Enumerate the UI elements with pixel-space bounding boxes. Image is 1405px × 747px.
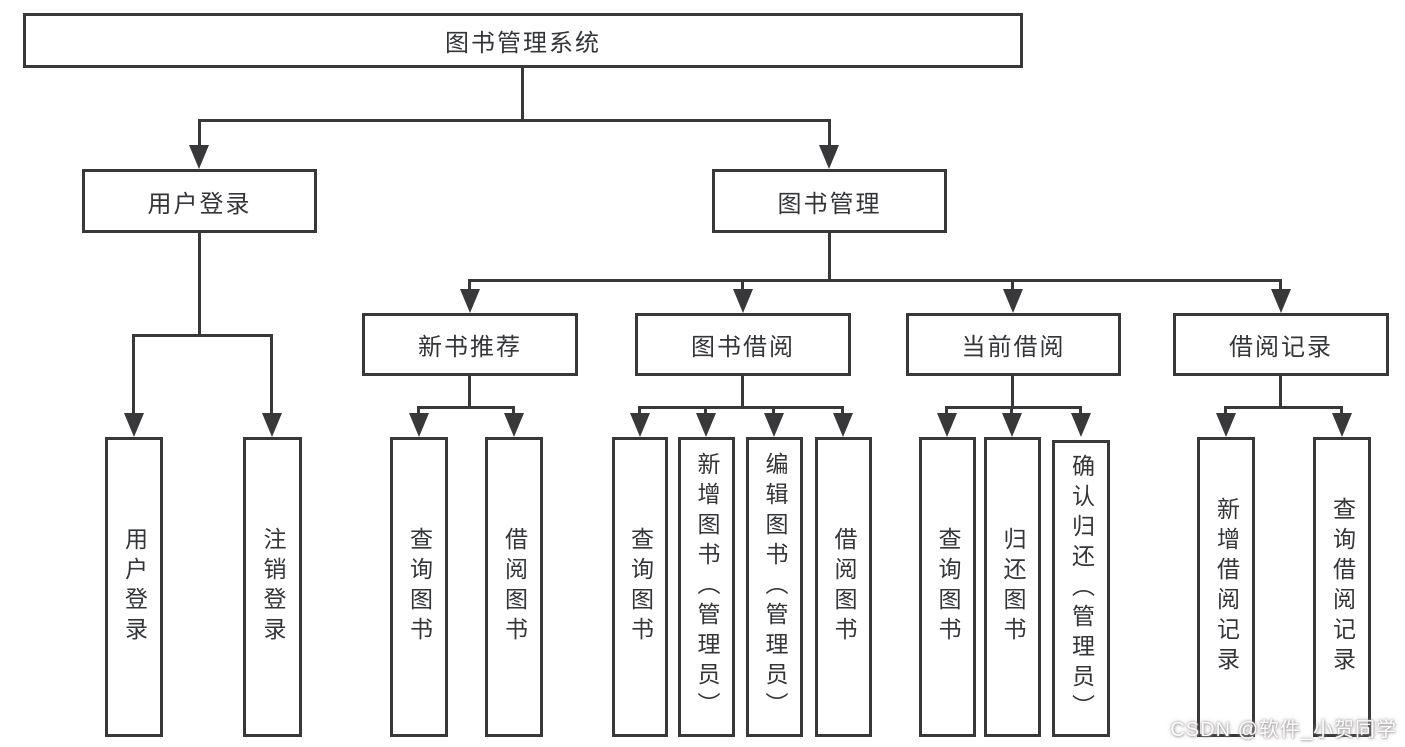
leaf-bb-edit-books: 编辑图书（管理员） xyxy=(746,437,803,737)
connector-drop-book-borrowing xyxy=(741,279,744,293)
connector-book-borrowing-rail xyxy=(638,406,844,409)
leaf-cb-query-books: 查询图书 xyxy=(919,437,976,737)
leaf-cb-return-books-label: 归还图书 xyxy=(1000,527,1026,647)
connector-current-borrowing-rail xyxy=(945,406,1082,409)
connector-drop-cb-query xyxy=(945,406,948,416)
node-user-login-label: 用户登录 xyxy=(147,190,252,218)
leaf-nbr-query-books-label: 查询图书 xyxy=(406,527,433,647)
arrowhead-book-management xyxy=(819,145,839,169)
leaf-bb-query-books: 查询图书 xyxy=(612,437,668,737)
connector-drop-borrowing-records xyxy=(1279,279,1282,293)
connector-drop-bb-borrow xyxy=(841,406,844,416)
connector-book-management-stem xyxy=(828,233,831,282)
node-book-management: 图书管理 xyxy=(712,169,947,233)
node-current-borrowing-label: 当前借阅 xyxy=(961,334,1066,361)
arrowhead-bb-edit xyxy=(764,413,784,437)
arrowhead-nbr-borrow xyxy=(504,413,524,437)
csdn-watermark: CSDN @软件_小贺同学 xyxy=(1170,719,1397,741)
leaf-br-add-record: 新增借阅记录 xyxy=(1197,437,1255,737)
connector-drop-user-login-leaf xyxy=(132,334,135,416)
connector-drop-nbr-borrow xyxy=(512,406,515,416)
leaf-nbr-borrow-books: 借阅图书 xyxy=(485,437,543,737)
connector-borrowing-records-stem xyxy=(1279,376,1282,409)
node-book-management-label: 图书管理 xyxy=(777,190,882,218)
node-borrowing-records-label: 借阅记录 xyxy=(1229,334,1333,361)
leaf-logout-label: 注销登录 xyxy=(260,527,286,647)
leaf-bb-borrow-books: 借阅图书 xyxy=(815,437,872,737)
connector-drop-bb-query xyxy=(638,406,641,416)
connector-drop-logout-leaf xyxy=(270,334,273,416)
arrowhead-new-book xyxy=(460,289,480,313)
arrowhead-nbr-query xyxy=(409,413,429,437)
leaf-bb-add-books: 新增图书（管理员） xyxy=(678,437,735,737)
connector-drop-bb-edit xyxy=(772,406,775,416)
leaf-cb-query-books-label: 查询图书 xyxy=(935,527,961,647)
connector-drop-new-book xyxy=(468,279,471,293)
connector-drop-nbr-query xyxy=(417,406,420,416)
node-current-borrowing: 当前借阅 xyxy=(906,313,1121,376)
arrowhead-bb-query xyxy=(630,413,650,437)
leaf-bb-query-books-label: 查询图书 xyxy=(627,527,654,647)
arrowhead-user-login-leaf xyxy=(124,413,144,437)
connector-user-login-stem xyxy=(198,233,201,337)
connector-drop-book-management xyxy=(828,119,831,148)
arrowhead-bb-add xyxy=(696,413,716,437)
leaf-br-add-record-label: 新增借阅记录 xyxy=(1213,497,1240,677)
arrowhead-bb-borrow xyxy=(833,413,853,437)
connector-drop-br-add xyxy=(1224,406,1227,416)
arrowhead-book-borrowing xyxy=(733,289,753,313)
leaf-nbr-query-books: 查询图书 xyxy=(390,437,448,737)
arrowhead-br-query xyxy=(1332,413,1352,437)
connector-root-rail xyxy=(198,119,831,122)
node-book-borrowing: 图书借阅 xyxy=(635,313,851,376)
connector-drop-user-login xyxy=(198,119,201,148)
connector-current-borrowing-stem xyxy=(1011,376,1014,409)
leaf-bb-add-books-label: 新增图书（管理员） xyxy=(694,452,720,722)
connector-new-book-stem xyxy=(468,376,471,409)
leaf-br-query-record: 查询借阅记录 xyxy=(1313,437,1371,737)
arrowhead-user-login xyxy=(189,145,209,169)
leaf-bb-borrow-books-label: 借阅图书 xyxy=(831,527,857,647)
connector-drop-cb-return xyxy=(1010,406,1013,416)
leaf-nbr-borrow-books-label: 借阅图书 xyxy=(501,527,528,647)
connector-drop-current-borrowing xyxy=(1011,279,1014,293)
leaf-logout: 注销登录 xyxy=(243,437,302,737)
node-borrowing-records: 借阅记录 xyxy=(1173,313,1389,376)
leaf-cb-return-books: 归还图书 xyxy=(984,437,1041,737)
arrowhead-borrowing-records xyxy=(1271,289,1291,313)
connector-drop-bb-add xyxy=(704,406,707,416)
node-root: 图书管理系统 xyxy=(23,13,1023,68)
node-root-label: 图书管理系统 xyxy=(445,30,601,57)
leaf-br-query-record-label: 查询借阅记录 xyxy=(1329,497,1356,677)
connector-drop-cb-confirm xyxy=(1079,406,1082,416)
connector-new-book-rail xyxy=(417,406,515,409)
node-new-book-recommend-label: 新书推荐 xyxy=(418,334,522,361)
leaf-cb-confirm-return-label: 确认归还（管理员） xyxy=(1068,453,1095,724)
connector-user-login-rail xyxy=(132,334,273,337)
arrowhead-cb-query xyxy=(937,413,957,437)
leaf-user-login: 用户登录 xyxy=(105,437,163,737)
connector-book-management-rail xyxy=(468,279,1282,282)
arrowhead-current-borrowing xyxy=(1003,289,1023,313)
leaf-cb-confirm-return: 确认归还（管理员） xyxy=(1052,440,1110,737)
arrowhead-cb-confirm xyxy=(1071,413,1091,437)
node-user-login: 用户登录 xyxy=(82,169,317,233)
node-new-book-recommend: 新书推荐 xyxy=(362,313,578,376)
node-book-borrowing-label: 图书借阅 xyxy=(691,334,795,361)
arrowhead-cb-return xyxy=(1002,413,1022,437)
connector-drop-br-query xyxy=(1340,406,1343,416)
connector-borrowing-records-rail xyxy=(1224,406,1343,409)
leaf-bb-edit-books-label: 编辑图书（管理员） xyxy=(762,452,788,722)
connector-root-stem xyxy=(521,68,524,121)
leaf-user-login-label: 用户登录 xyxy=(121,527,148,647)
arrowhead-br-add xyxy=(1216,413,1236,437)
connector-book-borrowing-stem xyxy=(741,376,744,409)
arrowhead-logout-leaf xyxy=(262,413,282,437)
